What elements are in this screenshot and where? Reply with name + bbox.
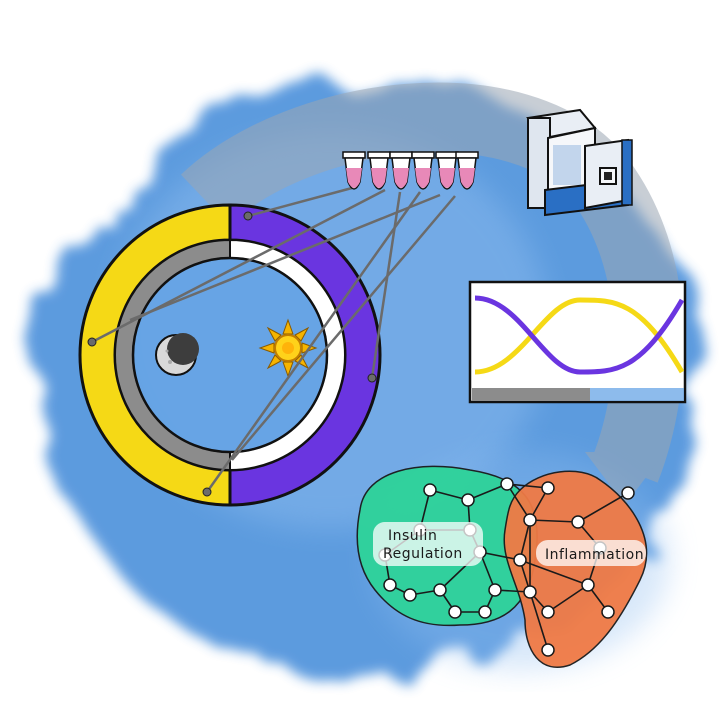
network-node	[621, 486, 635, 500]
network-edge	[506, 483, 531, 521]
network-node	[478, 605, 492, 619]
network-edge	[519, 519, 531, 561]
sample-tube	[411, 151, 435, 190]
network-node	[488, 583, 502, 597]
network-node	[523, 585, 537, 599]
inflammation-label-box	[536, 540, 646, 566]
network-node	[461, 493, 475, 507]
mass-spectrometer-icon	[526, 108, 633, 217]
network-edge	[577, 492, 629, 523]
network-node	[500, 477, 514, 491]
network-edge	[467, 483, 508, 501]
network-node	[513, 553, 527, 567]
network-edge	[479, 551, 521, 561]
network-icon: Insulin Regulation Inflammation	[356, 465, 648, 668]
network-edge	[547, 584, 589, 613]
network-node	[541, 605, 555, 619]
yellow-curve	[474, 297, 685, 375]
insulin-label-line1: Insulin	[388, 528, 437, 544]
network-edge	[529, 519, 579, 523]
sample-tube	[342, 151, 366, 190]
sampling-lines	[91, 186, 456, 493]
insulin-label-line2: Regulation	[383, 546, 463, 562]
network-node	[423, 483, 437, 497]
purple-curve	[474, 295, 685, 375]
network-edge	[479, 551, 496, 591]
inflammation-label: Inflammation	[545, 547, 644, 563]
sample-tube-row	[342, 151, 479, 190]
sample-tube	[435, 151, 459, 190]
network-node	[433, 583, 447, 597]
network-node	[541, 481, 555, 495]
network-edge	[529, 591, 549, 651]
network-node	[571, 515, 585, 529]
sampling-points	[87, 211, 377, 497]
moon-icon	[155, 333, 199, 376]
network-node	[448, 605, 462, 619]
network-node	[541, 643, 555, 657]
sample-tube	[367, 151, 391, 190]
insulin-label-box	[373, 522, 483, 566]
network-node	[403, 588, 417, 602]
network-node	[581, 578, 595, 592]
network-edge	[506, 483, 549, 489]
circadian-ring	[78, 203, 382, 507]
sample-tube	[455, 151, 479, 190]
network-edge	[519, 559, 589, 586]
network-node	[523, 513, 537, 527]
sun-icon	[258, 318, 318, 378]
network-node	[383, 578, 397, 592]
network-node	[601, 605, 615, 619]
rhythm-plot-icon	[468, 280, 687, 404]
